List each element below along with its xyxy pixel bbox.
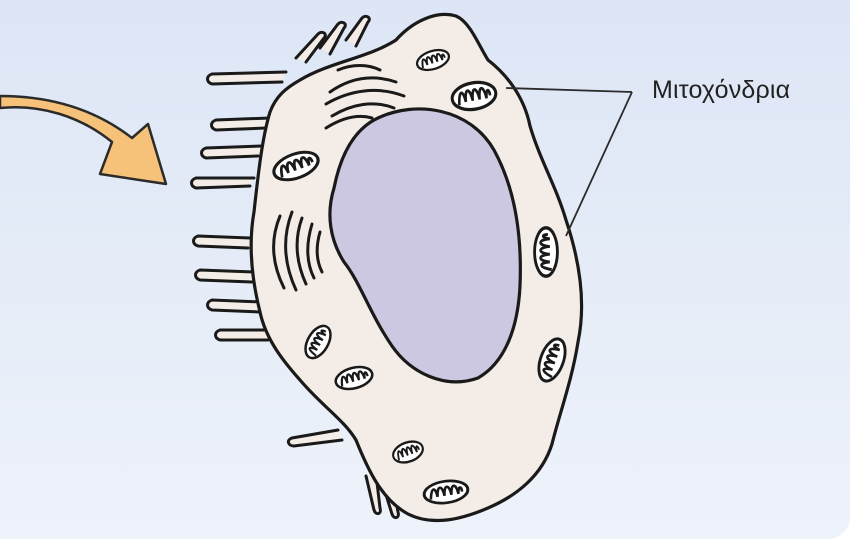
mitochondria-label: Μιτοχόνδρια <box>652 76 790 105</box>
mitochondrion <box>535 228 558 276</box>
curved-arrow <box>0 96 166 184</box>
